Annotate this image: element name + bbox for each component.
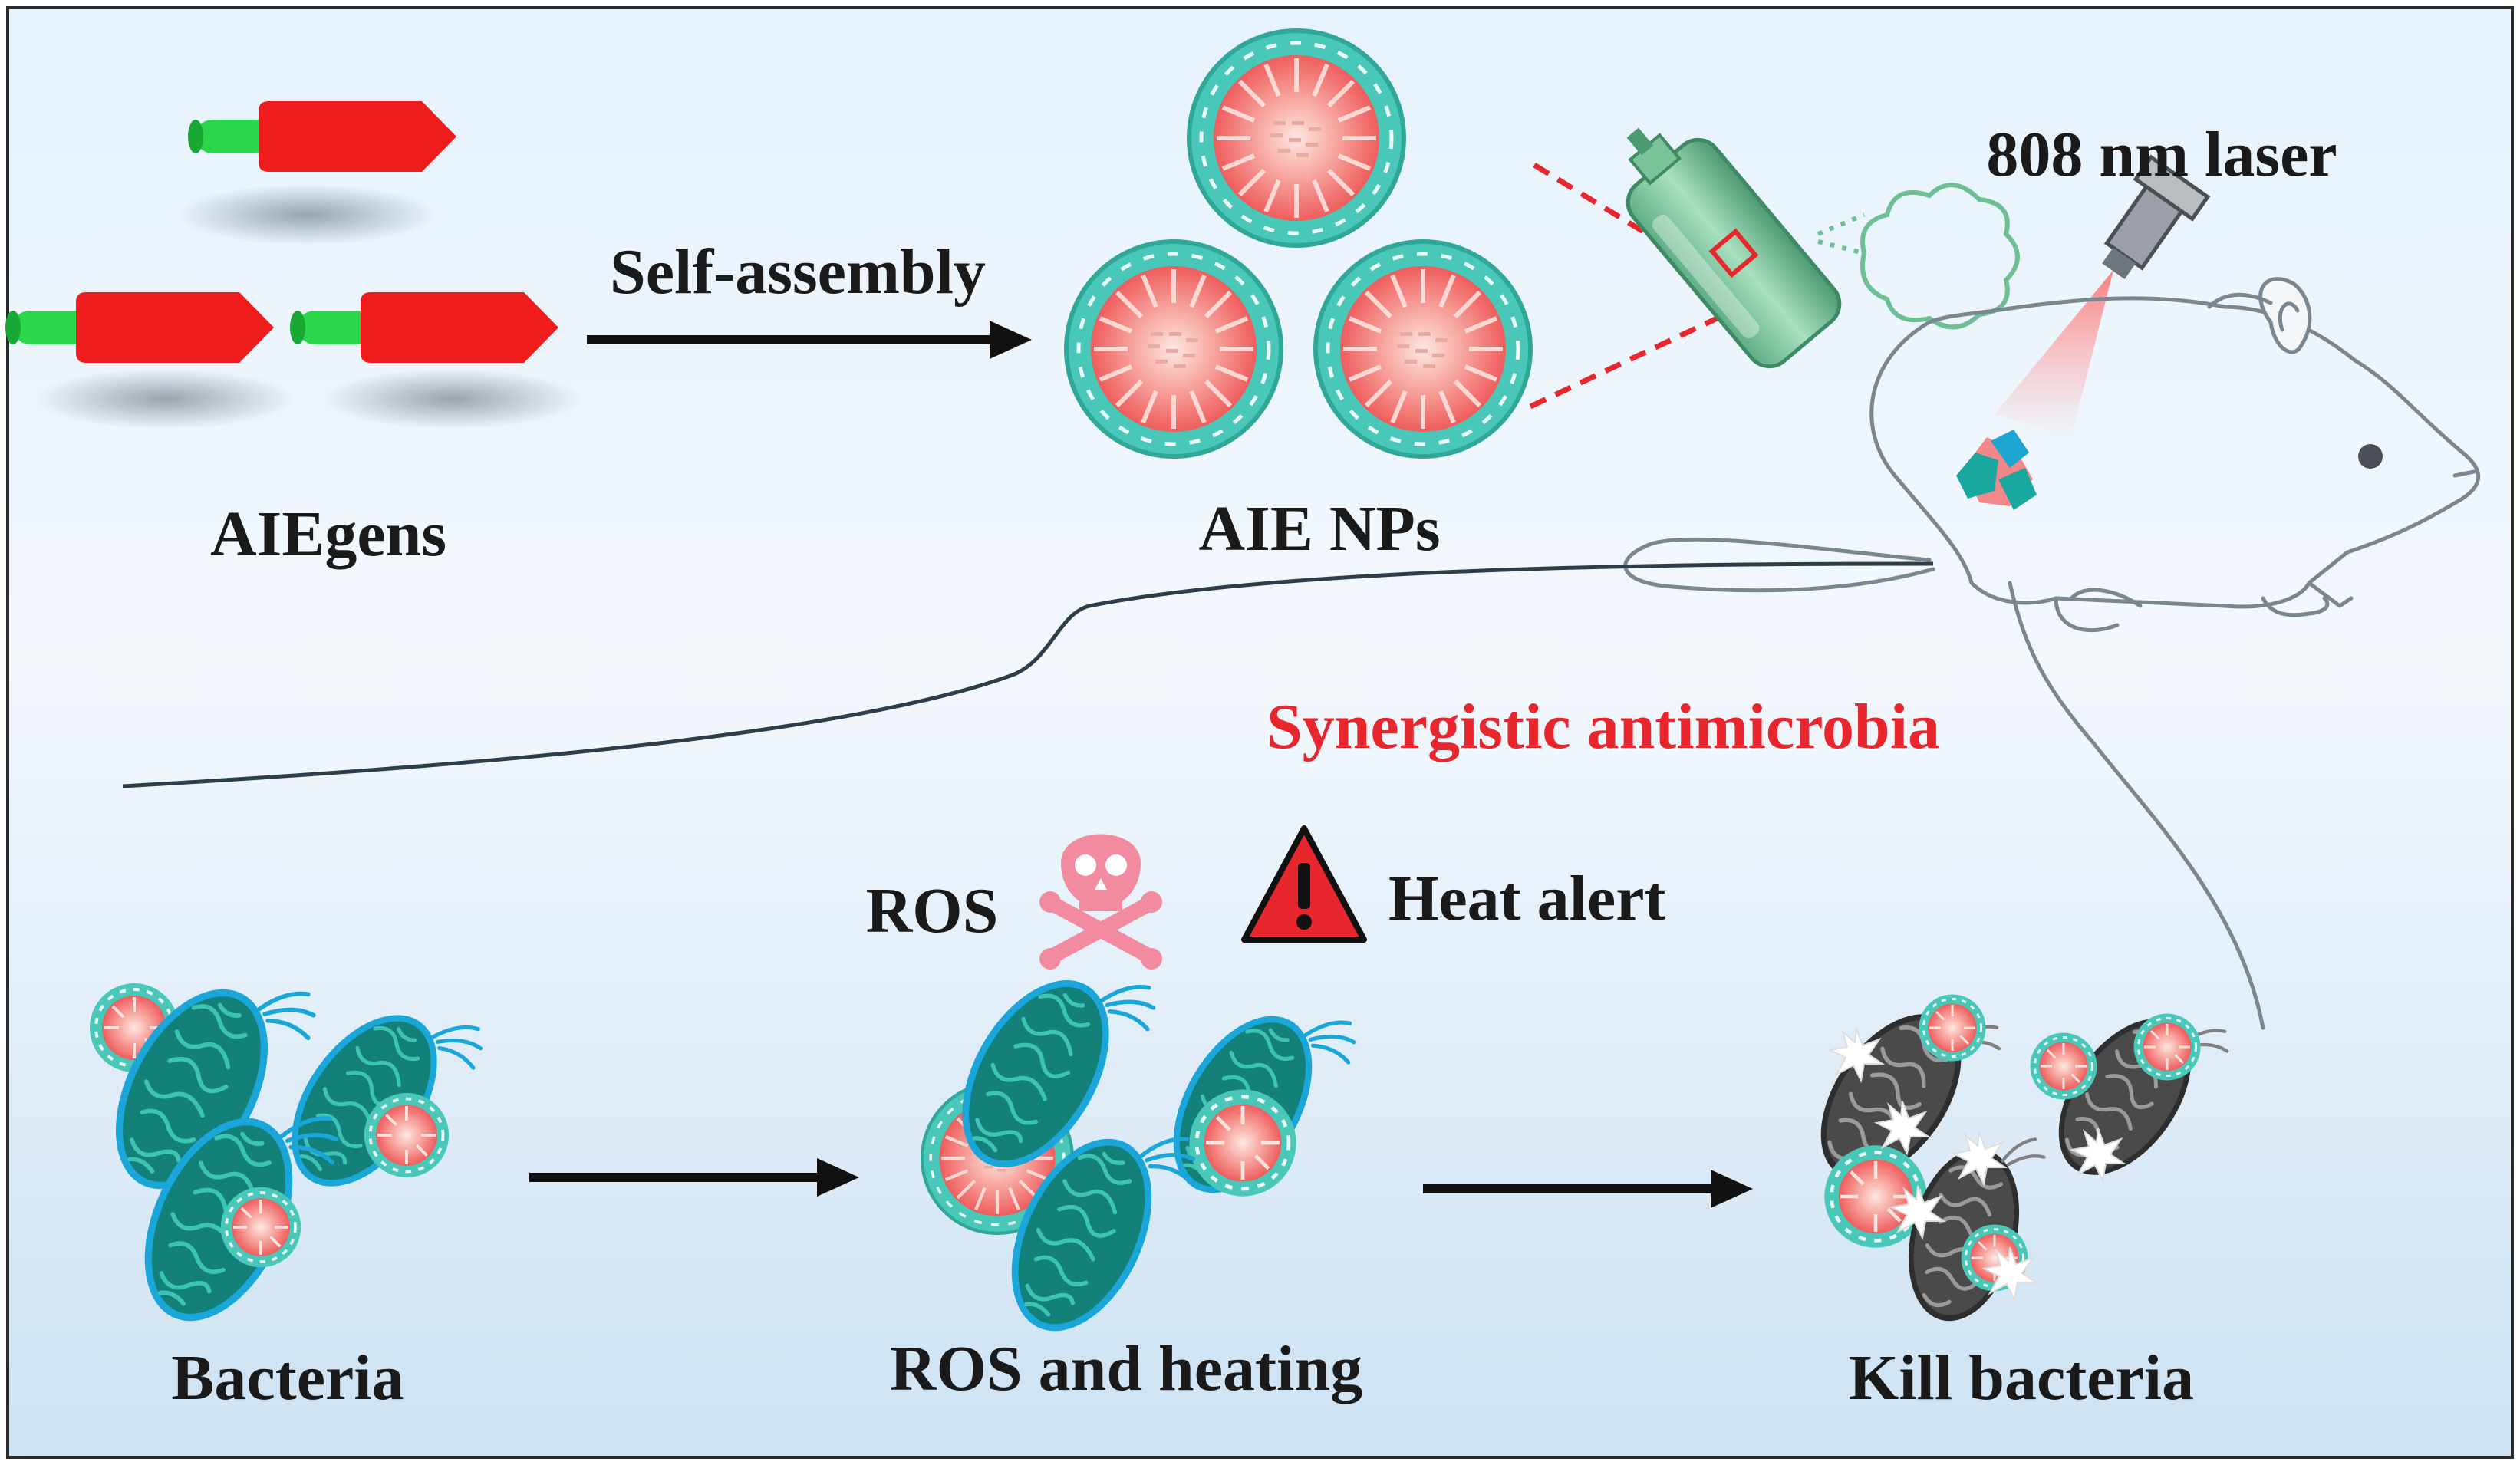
aiegen-shadow [35, 368, 295, 430]
nanoparticle-icon [1189, 31, 1404, 245]
aiegen-shadow [322, 368, 583, 430]
label-bacteria: Bacteria [171, 1342, 404, 1414]
label-self-assembly: Self-assembly [610, 236, 986, 308]
label-laser: 808 nm laser [1986, 119, 2337, 190]
label-kill-bacteria: Kill bacteria [1848, 1342, 2195, 1414]
nanoparticle-small-icon [362, 1091, 450, 1179]
nanoparticle-icon [1316, 242, 1530, 456]
label-ros-heating: ROS and heating [889, 1333, 1363, 1404]
warning-triangle-icon [1241, 825, 1367, 943]
infection-site [1956, 430, 2037, 510]
laser-beam [1995, 270, 2113, 437]
self-assembly-arrow [587, 321, 1032, 359]
nanoparticle-small-icon [1918, 993, 1987, 1062]
spray-bottle-icon [1626, 127, 1842, 369]
arrow-to-kill [1423, 1170, 1753, 1208]
background [8, 8, 2512, 1457]
nanoparticle-small-icon [2029, 1032, 2098, 1101]
nanoparticle-small-icon [2133, 1012, 2202, 1081]
arrow-to-ros [529, 1158, 859, 1197]
nanoparticle-small-icon [219, 1186, 303, 1269]
spray-mist [1817, 183, 2020, 330]
laser-emitter-icon [2102, 154, 2211, 279]
aiegen-molecules [5, 101, 583, 430]
skull-crossbones-icon [1039, 834, 1162, 970]
nanoparticle-icon [1066, 242, 1281, 456]
label-synergistic: Synergistic antimicrobia [1266, 691, 1941, 762]
label-aiegens: AIEgens [209, 499, 447, 570]
label-ros: ROS [865, 875, 999, 946]
mouse-icon [1623, 277, 2481, 1030]
border-frame [6, 6, 2514, 1459]
mouse-tail [122, 561, 1934, 788]
label-aie-nps: AIE NPs [1198, 493, 1441, 565]
label-heat-alert: Heat alert [1388, 863, 1666, 934]
aiegen-shadow [176, 184, 437, 245]
nanoparticle-small-icon [1189, 1089, 1296, 1196]
